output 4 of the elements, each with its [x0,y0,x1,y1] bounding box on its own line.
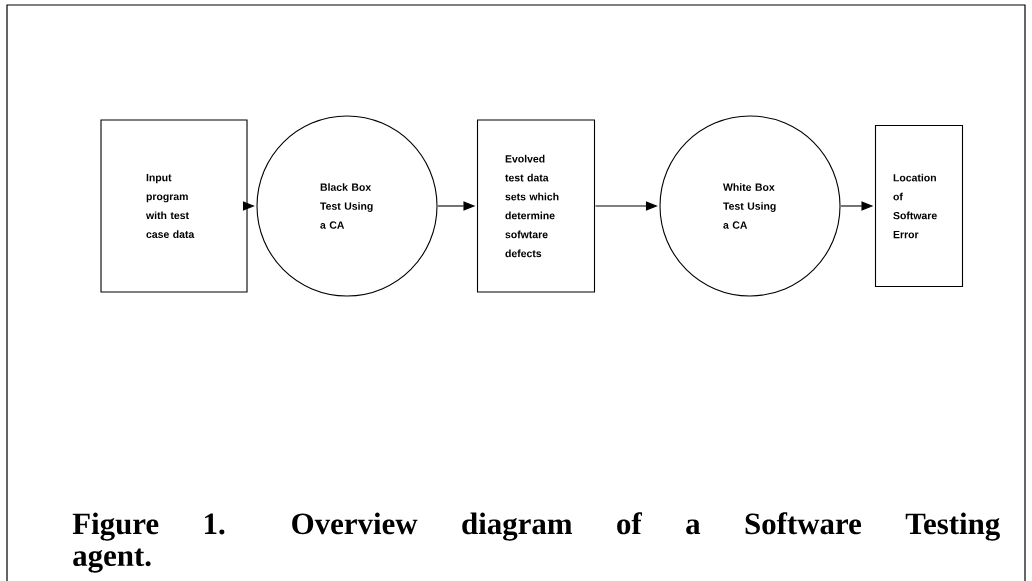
process-box: Input program with test case data [100,119,248,293]
figure-caption: Figure 1. Overview diagram of a Software Testing agent. [72,512,1000,573]
process-box: Evolved test data sets which determine sofwtare defects [476,119,596,293]
process-box: Location of Software Error [874,124,964,288]
